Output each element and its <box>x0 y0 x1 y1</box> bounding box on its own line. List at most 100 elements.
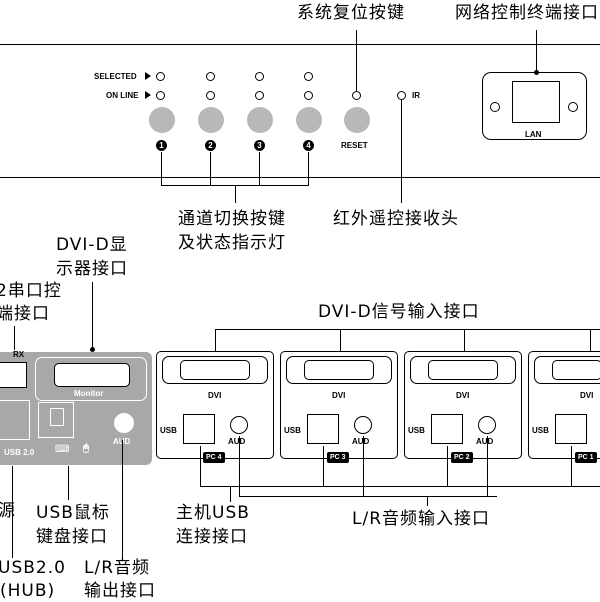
channel-2-leader <box>210 152 211 185</box>
ir-receiver-icon <box>397 91 406 100</box>
monitor-label: Monitor <box>74 389 104 398</box>
channel-4-number: 4 <box>303 140 314 151</box>
mouse-icon: 🖱 <box>83 443 89 454</box>
pc4-dvi-port[interactable] <box>180 360 250 380</box>
serial-leader <box>14 326 15 350</box>
channel-1-selected-led <box>156 72 165 81</box>
reset-button[interactable] <box>344 107 370 133</box>
lan-screw-left-icon <box>490 102 500 112</box>
pc4-aud-label: AUD <box>228 437 246 446</box>
lan-callout: 网络控制终端接口 <box>455 3 599 23</box>
serial-callout-1: 2串口控 <box>0 281 62 301</box>
host-usb-callout-2: 连接接口 <box>176 527 248 547</box>
pc1-dvi-port[interactable] <box>552 360 600 380</box>
pc1-tag: PC 1 <box>575 452 597 463</box>
pc2-audio-jack[interactable] <box>478 416 496 434</box>
usb-mouse-leader <box>68 466 69 500</box>
audio-in-leader-3 <box>363 436 364 496</box>
channel-1-button[interactable] <box>149 107 175 133</box>
ir-callout: 红外遥控接收头 <box>333 209 459 229</box>
pc2-dvi-port[interactable] <box>428 360 498 380</box>
pc3-dvi-port[interactable] <box>304 360 374 380</box>
pc1-usb-label: USB <box>532 426 549 435</box>
pc4-dvi-label: DVI <box>208 391 222 400</box>
channel-4-leader <box>308 152 309 185</box>
host-usb-leader-1 <box>571 446 572 486</box>
lan-port[interactable] <box>512 81 560 123</box>
channel-2-button[interactable] <box>198 107 224 133</box>
rx-label: RX <box>13 350 25 359</box>
dvi-input-bracket <box>215 329 600 330</box>
usb-mouse-keyboard-inner <box>50 408 64 426</box>
channel-buttons-callout-2: 及状态指示灯 <box>178 233 286 253</box>
channel-3-button[interactable] <box>247 107 273 133</box>
usb-mouse-callout-1: USB鼠标 <box>36 503 110 523</box>
host-usb-stem <box>230 486 231 502</box>
channel-3-number: 3 <box>254 140 265 151</box>
serial-port[interactable] <box>0 362 27 388</box>
pc1-dvi-label: DVI <box>580 391 594 400</box>
channel-2-number: 2 <box>205 140 216 151</box>
usb-hub-callout-1: USB2.0 <box>0 558 66 578</box>
reset-led <box>352 91 361 100</box>
host-usb-bracket <box>200 486 600 487</box>
channel-4-button[interactable] <box>296 107 322 133</box>
online-arrow-icon <box>145 91 151 99</box>
pc3-tag: PC 3 <box>327 452 349 463</box>
channel-4-selected-led <box>304 72 313 81</box>
pc2-aud-label: AUD <box>476 437 494 446</box>
channel-1-online-led <box>156 91 165 100</box>
channel-3-selected-led <box>255 72 264 81</box>
dvi-input-leader-1 <box>590 329 591 351</box>
pc4-audio-jack[interactable] <box>230 416 248 434</box>
channel-3-leader <box>259 152 260 185</box>
monitor-dvi-port[interactable] <box>54 363 130 387</box>
pc4-usb-port[interactable] <box>183 414 215 444</box>
channel-4-online-led <box>304 91 313 100</box>
usb-mouse-keyboard-port[interactable] <box>38 402 74 438</box>
pc1-usb-port[interactable] <box>555 414 587 444</box>
pc3-dvi-label: DVI <box>332 391 346 400</box>
pc2-tag: PC 2 <box>451 452 473 463</box>
usb-hub-callout-2: (HUB) <box>0 581 56 601</box>
selected-arrow-icon <box>145 72 151 80</box>
reset-label: RESET <box>341 141 368 150</box>
pc2-usb-label: USB <box>408 426 425 435</box>
ir-label: IR <box>412 91 420 100</box>
lan-leader-dot <box>534 70 539 75</box>
lan-label: LAN <box>525 130 542 139</box>
audio-out-callout-1: L/R音频 <box>84 558 151 578</box>
lan-leader-line <box>536 30 537 73</box>
dvi-input-callout: DVI-D信号输入接口 <box>318 302 480 322</box>
audio-out-jack[interactable] <box>114 413 134 433</box>
pc2-usb-port[interactable] <box>431 414 463 444</box>
channel-bracket-stem <box>235 185 236 203</box>
audio-in-callout: L/R音频输入接口 <box>352 509 491 529</box>
audio-in-leader-2 <box>487 436 488 496</box>
pc4-tag: PC 4 <box>203 452 225 463</box>
lan-screw-right-icon <box>568 102 578 112</box>
host-usb-leader-2 <box>447 446 448 486</box>
host-usb-callout-1: 主机USB <box>176 503 250 523</box>
channel-buttons-callout-1: 通道切换按键 <box>178 209 286 229</box>
channel-1-number: 1 <box>156 140 167 151</box>
pc3-aud-label: AUD <box>352 437 370 446</box>
usb-hub-leader <box>12 466 13 558</box>
dvi-input-leader-4 <box>215 329 216 351</box>
pc2-dvi-label: DVI <box>456 391 470 400</box>
channel-3-online-led <box>255 91 264 100</box>
pc4-usb-label: USB <box>160 426 177 435</box>
usb-hub-port-a[interactable] <box>0 400 30 440</box>
dvi-display-callout-2: 示器接口 <box>56 259 128 279</box>
pc3-audio-jack[interactable] <box>354 416 372 434</box>
channel-1-leader <box>161 152 162 185</box>
selected-label: SELECTED <box>94 72 137 81</box>
usb-mouse-callout-2: 键盘接口 <box>36 527 108 547</box>
audio-out-callout-2: 输出接口 <box>84 581 156 601</box>
pc3-usb-label: USB <box>284 426 301 435</box>
pc3-usb-port[interactable] <box>307 414 339 444</box>
dvi-display-callout-1: DVI-D显 <box>56 235 128 255</box>
online-label: ON LINE <box>106 91 139 100</box>
reset-leader-line <box>356 30 357 92</box>
channel-2-selected-led <box>206 72 215 81</box>
